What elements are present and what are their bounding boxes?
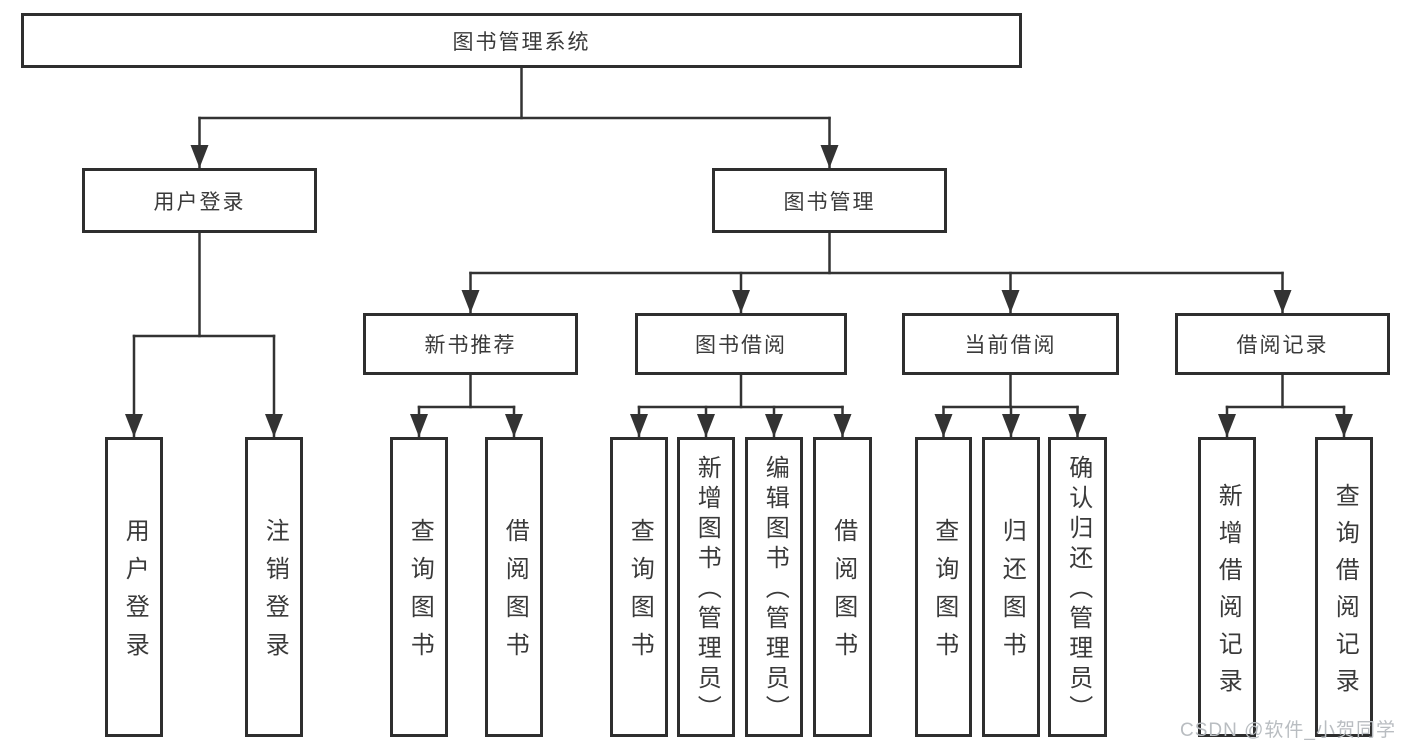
leaf-label: 借阅图书 [501, 518, 529, 670]
leaf-label: 查询借阅记录 [1331, 482, 1359, 705]
leaf-add-books-admin: 新增图书（管理员） [677, 437, 735, 737]
leaf-borrow-books-borrowing: 借阅图书 [813, 437, 872, 737]
leaf-label: 新增借阅记录 [1214, 482, 1242, 705]
node-label: 图书借阅 [695, 334, 787, 357]
leaf-label: 注销登录 [261, 518, 289, 670]
leaf-add-borrow-record: 新增借阅记录 [1198, 437, 1256, 737]
leaf-query-borrow-record: 查询借阅记录 [1315, 437, 1373, 737]
node-label: 用户登录 [153, 190, 246, 214]
node-label: 新书推荐 [424, 334, 517, 357]
leaf-label: 查询图书 [626, 518, 654, 670]
node-book-borrowing: 图书借阅 [635, 313, 847, 375]
leaf-query-books-recommendation: 查询图书 [390, 437, 448, 737]
leaf-user-login: 用户登录 [105, 437, 163, 737]
node-book-management: 图书管理 [712, 168, 947, 233]
leaf-label: 用户登录 [121, 518, 149, 670]
node-label: 图书管理系统 [452, 30, 591, 54]
node-label: 当前借阅 [964, 334, 1057, 357]
leaf-logout: 注销登录 [245, 437, 303, 737]
node-label: 借阅记录 [1236, 334, 1329, 357]
leaf-label: 借阅图书 [829, 518, 857, 670]
leaf-edit-books-admin: 编辑图书（管理员） [745, 437, 803, 737]
leaf-label: 查询图书 [406, 518, 434, 670]
leaf-return-books: 归还图书 [982, 437, 1040, 737]
leaf-label: 确认归还（管理员） [1064, 455, 1092, 725]
node-new-book-recommendation: 新书推荐 [363, 313, 578, 375]
leaf-label: 归还图书 [998, 518, 1026, 670]
leaf-query-books-borrowing: 查询图书 [610, 437, 668, 737]
node-current-borrowing: 当前借阅 [902, 313, 1119, 375]
node-library-management-system: 图书管理系统 [21, 13, 1022, 68]
node-user-login: 用户登录 [82, 168, 317, 233]
leaf-label: 新增图书（管理员） [693, 455, 721, 725]
node-label: 图书管理 [783, 190, 876, 214]
leaf-query-books-current: 查询图书 [915, 437, 972, 737]
csdn-watermark: CSDN @软件_小贺同学 [1180, 720, 1396, 741]
leaf-borrow-books-recommendation: 借阅图书 [485, 437, 543, 737]
leaf-confirm-return-admin: 确认归还（管理员） [1048, 437, 1107, 737]
leaf-label: 查询图书 [930, 518, 958, 670]
node-borrowing-records: 借阅记录 [1175, 313, 1390, 375]
leaf-label: 编辑图书（管理员） [761, 455, 789, 725]
